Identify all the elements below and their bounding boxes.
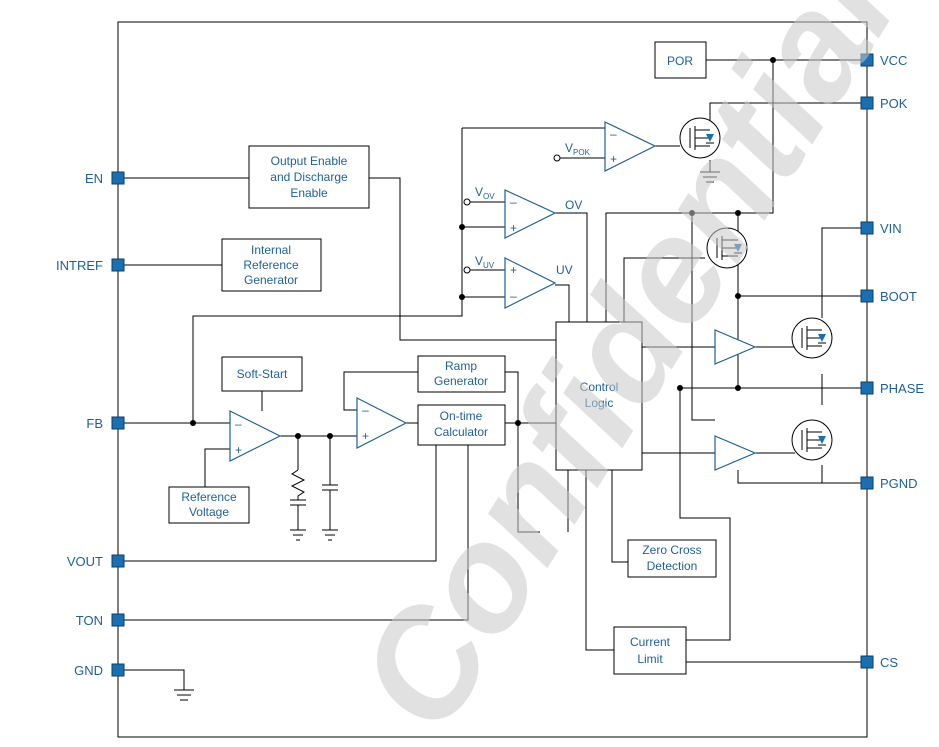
soft-start-block (221, 356, 303, 392)
reference-voltage-block (168, 486, 250, 524)
vpok-terminal (553, 154, 561, 162)
ov-comparator (504, 189, 557, 239)
pwm-comp-minus: – (362, 403, 369, 417)
vov-terminal (463, 198, 471, 206)
pin-vout-label: VOUT (67, 554, 103, 569)
pin-vin-label: VIN (880, 221, 902, 236)
control-logic-block (555, 321, 643, 471)
pin-en-label: EN (85, 171, 103, 186)
pok-comp-plus: + (610, 152, 617, 166)
pin-cs (860, 655, 874, 669)
por-label: POR (667, 54, 693, 68)
internal-reference-block (221, 238, 322, 292)
pin-intref (111, 258, 125, 272)
ramp-line-2: Generator (434, 374, 488, 388)
control-logic-line-1: Control (580, 380, 619, 394)
output-enable-block (248, 145, 370, 209)
current-limit-line-2: Limit (637, 652, 663, 666)
pin-gnd-label: GND (74, 663, 103, 678)
vov-label: VOV (475, 185, 495, 201)
on-time-line-2: Calculator (434, 425, 488, 439)
pin-pgnd-label: PGND (880, 476, 918, 491)
right-pins: VCC POK VIN BOOT PHASE PGND CS (860, 53, 924, 670)
ref-voltage-line-2: Voltage (189, 505, 229, 519)
pok-comp-minus: – (610, 127, 617, 141)
pin-cs-label: CS (880, 655, 898, 670)
pin-ton-label: TON (76, 613, 103, 628)
por-block (654, 41, 707, 79)
internal-ref-line-1: Internal (251, 243, 291, 257)
boot-mosfet (706, 227, 748, 269)
pin-boot-label: BOOT (880, 289, 917, 304)
error-amplifier (229, 410, 282, 462)
error-amp-minus: – (235, 417, 242, 431)
ov-comp-minus: – (510, 195, 517, 209)
vuv-terminal (463, 266, 471, 274)
pok-mosfet (679, 117, 721, 159)
pin-vcc (860, 53, 874, 67)
output-enable-line-2: and Discharge (270, 170, 348, 184)
zero-cross-line-2: Detection (647, 559, 698, 573)
pin-pok-label: POK (880, 96, 908, 111)
soft-start-label: Soft-Start (237, 367, 288, 381)
ov-signal-label: OV (565, 198, 582, 212)
error-amp-plus: + (235, 443, 242, 457)
pin-phase-label: PHASE (880, 381, 924, 396)
ramp-generator-block (417, 355, 506, 393)
pok-comparator (604, 121, 657, 172)
uv-comparator (504, 257, 557, 309)
pin-fb-label: FB (86, 416, 103, 431)
ic-outline (117, 21, 868, 738)
low-side-driver (714, 435, 757, 471)
vuv-label: VUV (475, 254, 495, 270)
pin-vin (860, 221, 874, 235)
zero-cross-block (627, 539, 717, 578)
pin-vcc-label: VCC (880, 53, 907, 68)
zero-cross-line-1: Zero Cross (642, 543, 701, 557)
pin-ton (111, 613, 125, 627)
pin-intref-label: INTREF (56, 258, 103, 273)
uv-comp-plus: + (510, 263, 517, 277)
uv-comp-minus: – (510, 289, 517, 303)
pin-phase (860, 381, 874, 395)
left-pins: EN INTREF FB VOUT TON GND (56, 171, 125, 678)
control-logic-line-2: Logic (585, 396, 614, 410)
internal-ref-line-2: Reference (243, 258, 299, 272)
pin-pok (860, 96, 874, 110)
current-limit-line-1: Current (630, 635, 671, 649)
vpok-label: VPOK (565, 141, 591, 157)
ov-comp-plus: + (510, 221, 517, 235)
wiring (118, 59, 867, 701)
on-time-line-1: On-time (440, 409, 483, 423)
output-enable-line-1: Output Enable (271, 154, 348, 168)
high-side-driver (714, 329, 757, 365)
pwm-comp-plus: + (362, 429, 369, 443)
internal-ref-line-3: Generator (244, 273, 298, 287)
ramp-line-1: Ramp (445, 359, 477, 373)
on-time-calculator-block (417, 404, 506, 446)
junctions (190, 57, 776, 439)
uv-signal-label: UV (556, 263, 573, 277)
high-side-mosfet (791, 317, 833, 359)
pin-en (111, 171, 125, 185)
pin-vout (111, 554, 125, 568)
pwm-comparator (356, 397, 408, 449)
pin-fb (111, 416, 125, 430)
ref-voltage-line-1: Reference (181, 490, 237, 504)
low-side-mosfet (791, 419, 833, 461)
pin-gnd (111, 663, 125, 677)
output-enable-line-3: Enable (290, 186, 328, 200)
current-limit-block (613, 626, 687, 675)
pin-boot (860, 289, 874, 303)
pin-pgnd (860, 476, 874, 490)
